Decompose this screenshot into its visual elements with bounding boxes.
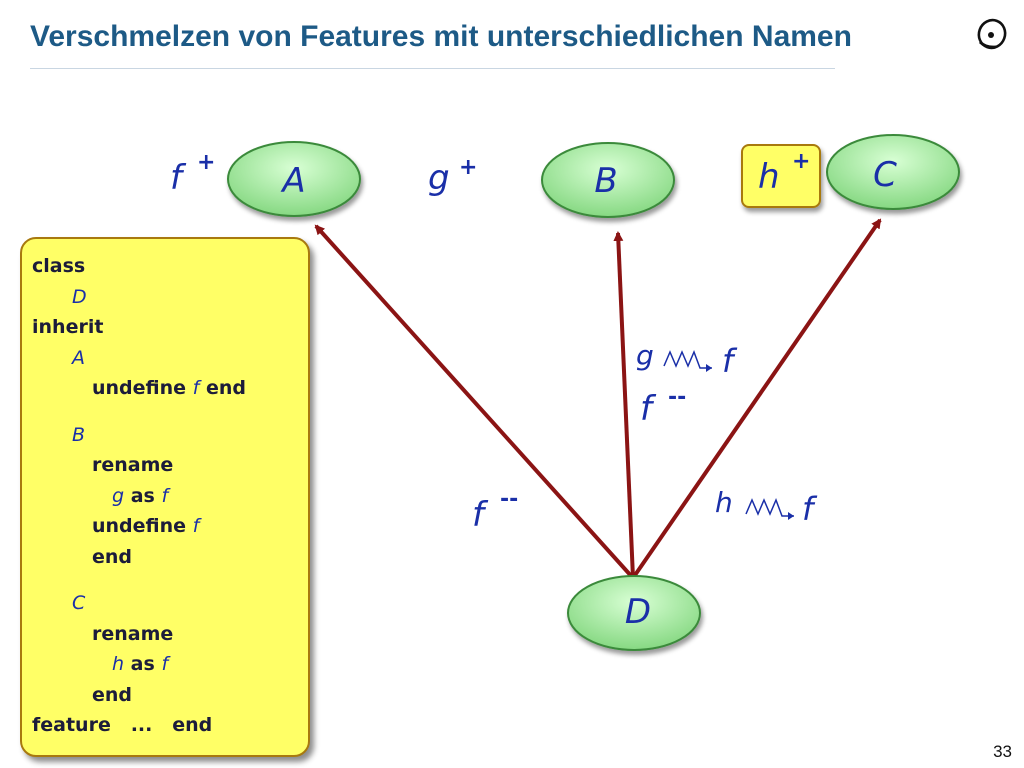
node-c-label: C — [873, 155, 897, 195]
node-b — [541, 142, 675, 218]
code-line: B — [32, 420, 246, 451]
keyword-rename: rename — [92, 454, 174, 476]
rename-h-to: f — [802, 490, 818, 528]
code-line: D — [32, 282, 246, 313]
f-minus-a-mark: -- — [500, 487, 518, 512]
h-plus-label: h — [758, 157, 780, 197]
f-plus-label: f — [170, 158, 187, 198]
code-line: rename — [32, 450, 246, 481]
class-name: D — [72, 285, 87, 308]
rename-old: h — [112, 653, 125, 675]
parent-c: C — [72, 592, 86, 614]
code-line: C — [32, 588, 246, 619]
keyword-end: end — [172, 714, 213, 736]
keyword-rename: rename — [92, 622, 174, 645]
code-line: class — [32, 251, 246, 282]
node-d — [567, 575, 701, 651]
code-line: h as f — [32, 649, 246, 680]
code-line: A — [32, 343, 246, 374]
h-plus-mark: + — [792, 149, 810, 174]
code-line: undefine f end — [32, 373, 246, 404]
f-minus-b-mark: -- — [668, 385, 686, 410]
keyword-inherit: inherit — [32, 316, 104, 338]
code-panel: class D inherit A undefine f end B renam… — [20, 237, 310, 757]
keyword-end: end — [92, 545, 133, 568]
parent-a: A — [72, 346, 85, 369]
arrow-d-to-b — [613, 231, 635, 579]
undefined-feature: f — [192, 377, 200, 399]
code-line: feature ... end — [32, 710, 246, 741]
code-line: undefine f — [32, 511, 246, 542]
code-listing: class D inherit A undefine f end B renam… — [32, 251, 246, 741]
keyword-feature: feature — [32, 714, 111, 736]
keyword-end: end — [92, 683, 133, 706]
code-line: end — [32, 542, 246, 573]
h-plus-box — [741, 144, 821, 208]
page-number: 33 — [993, 742, 1012, 761]
node-b-label: B — [594, 161, 617, 201]
code-line: end — [32, 680, 246, 711]
rename-h-from: h — [715, 486, 733, 519]
undefined-feature: f — [192, 515, 200, 537]
arrow-d-to-a — [314, 224, 635, 580]
g-plus-mark: + — [459, 155, 477, 180]
rename-old: g — [112, 484, 125, 507]
node-d-label: D — [625, 592, 651, 632]
keyword-class: class — [32, 255, 86, 277]
code-line: rename — [32, 619, 246, 650]
rename-g-to: f — [722, 342, 738, 380]
keyword-undefine: undefine — [92, 515, 187, 537]
rename-arrow-icon — [663, 349, 712, 369]
rename-new: f — [161, 484, 169, 507]
arrow-d-to-c — [631, 218, 882, 580]
rename-g-from: g — [636, 339, 654, 372]
eiffel-logo-icon — [977, 18, 1007, 50]
ellipsis: ... — [130, 714, 153, 736]
parent-b: B — [72, 423, 86, 446]
code-line: g as f — [32, 481, 246, 512]
keyword-as: as — [130, 653, 155, 675]
keyword-undefine: undefine — [92, 377, 187, 399]
title-divider — [30, 68, 835, 69]
node-a — [227, 141, 361, 217]
f-minus-a-label: f — [472, 495, 489, 535]
f-minus-b-label: f — [640, 389, 657, 429]
f-plus-mark: + — [197, 150, 215, 175]
rename-new: f — [161, 653, 169, 675]
keyword-end: end — [206, 377, 247, 399]
code-line: inherit — [32, 312, 246, 343]
rename-arrow-icon-2 — [745, 497, 794, 517]
node-c — [826, 134, 960, 210]
slide-title: Verschmelzen von Features mit unterschie… — [30, 20, 852, 53]
keyword-as: as — [130, 484, 155, 507]
g-plus-label: g — [428, 158, 450, 198]
node-a-label: A — [280, 161, 305, 201]
